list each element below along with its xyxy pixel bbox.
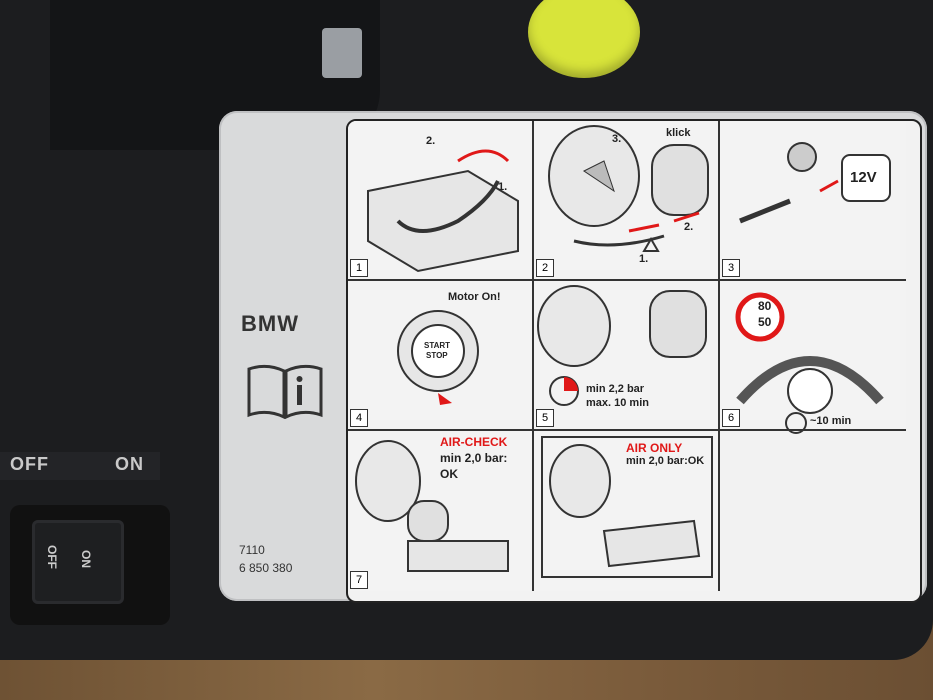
off-label: OFF: [10, 454, 49, 474]
air-only-illustration: [541, 436, 713, 578]
air-check-text: AIR-CHECK: [440, 435, 508, 449]
tire-hose-illustration: [548, 125, 709, 252]
rocker-off-text: OFF: [45, 545, 59, 569]
step-6-panel: 80 50 ~10 min 6: [720, 281, 906, 434]
step-number: 3: [722, 259, 740, 277]
step-1-panel: 2. 1. 1: [348, 121, 534, 281]
step-number: 1: [350, 259, 368, 277]
min-pressure-text: min 2,2 bar: [586, 383, 645, 395]
step-4-panel: Motor On! START STOP 4: [348, 281, 534, 431]
step-2-label-c: 1.: [639, 253, 649, 265]
air-only-min-text: min 2,0 bar:OK: [626, 455, 705, 467]
rocker-on-text: ON: [79, 550, 93, 568]
max-time-text: max. 10 min: [586, 397, 649, 409]
compressor-illustration: [367, 149, 519, 273]
switch-label-strip: [0, 452, 160, 480]
brand-text: BMW: [241, 311, 299, 336]
on-label: ON: [115, 454, 144, 474]
step-number: 7: [350, 571, 368, 589]
step-7-panel: AIR-CHECK min 2,0 bar: OK 7: [348, 431, 534, 591]
step-2-label-b: 2.: [684, 221, 694, 233]
step-number: 6: [722, 409, 740, 427]
plug-socket-illustration: [739, 142, 891, 224]
step-2-label-a: 3.: [612, 133, 622, 145]
air-check-illustration: [355, 440, 509, 572]
step-5-panel: min 2,2 bar max. 10 min 5: [534, 281, 720, 431]
step-number: 5: [536, 409, 554, 427]
part-number-1: 7110: [239, 543, 265, 557]
step-8-panel: AIR ONLY min 2,0 bar:OK: [534, 431, 720, 591]
instruction-panel: 2. 1. 1 3. klick 2. 1.: [346, 119, 922, 603]
speed-50: 50: [758, 315, 772, 329]
driving-illustration: [735, 292, 884, 434]
motor-on-text: Motor On!: [448, 291, 501, 303]
air-only-text: AIR ONLY: [626, 441, 683, 455]
stop-text: STOP: [426, 351, 448, 360]
instruction-label: BMW 7110 6 850 380 2. 1. 1: [219, 111, 927, 603]
speed-80: 80: [758, 299, 772, 313]
step-number: 2: [536, 259, 554, 277]
step-2-klick: klick: [666, 127, 691, 139]
start-stop-button-illustration: [397, 310, 479, 405]
drive-time-text: ~10 min: [810, 415, 852, 427]
step-number: 4: [350, 409, 368, 427]
step-3-panel: 12V 3: [720, 121, 906, 281]
step-1-label-a: 2.: [426, 135, 436, 147]
inflating-illustration: [537, 285, 707, 406]
voltage-label: 12V: [850, 169, 877, 186]
part-number-2: 6 850 380: [239, 561, 293, 575]
air-check-ok-text: OK: [440, 467, 458, 481]
air-check-min-text: min 2,0 bar:: [440, 451, 508, 465]
yellow-cap[interactable]: [528, 0, 640, 78]
step-2-panel: 3. klick 2. 1. 2: [534, 121, 720, 281]
start-text: START: [424, 341, 451, 350]
metal-bracket: [322, 28, 362, 78]
rocker-switch[interactable]: ON OFF: [32, 520, 124, 604]
step-1-label-b: 1.: [498, 181, 508, 193]
manual-book-icon: [247, 364, 323, 419]
